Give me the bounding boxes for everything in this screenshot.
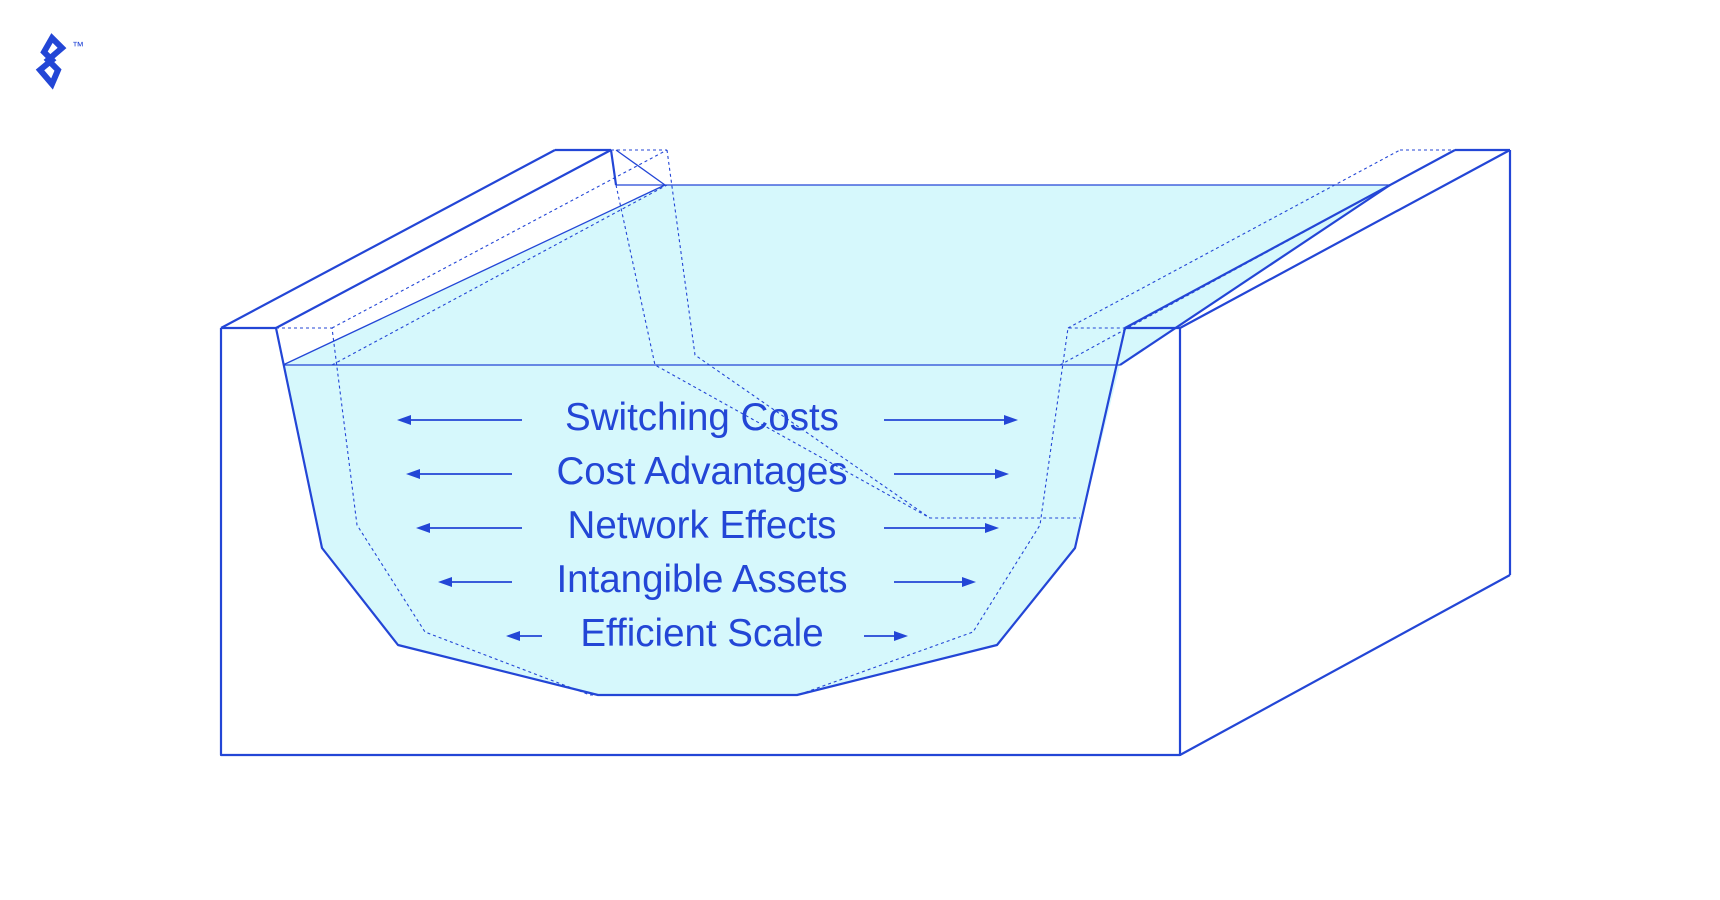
left-arrow-icon — [397, 415, 411, 425]
right-arrow-icon — [995, 469, 1009, 479]
trademark-symbol: ™ — [72, 39, 84, 53]
right-arrow-icon — [962, 577, 976, 587]
moat-source-label: Network Effects — [568, 504, 837, 547]
moat-source-label: Efficient Scale — [580, 612, 823, 655]
moat-source-label: Switching Costs — [565, 396, 839, 439]
left-arrow-icon — [438, 577, 452, 587]
right-arrow-icon — [985, 523, 999, 533]
moat-source-label: Intangible Assets — [556, 558, 847, 601]
left-arrow-icon — [406, 469, 420, 479]
right-arrow-icon — [894, 631, 908, 641]
moat-source-label: Cost Advantages — [556, 450, 847, 493]
moat-top-edges — [220, 148, 1512, 756]
left-arrow-icon — [506, 631, 520, 641]
left-arrow-icon — [416, 523, 430, 533]
moat-source-item: Cost Advantages — [406, 450, 1009, 493]
water-surface-edges — [282, 149, 1391, 366]
block-end-face — [1180, 150, 1510, 755]
moat-source-item: Switching Costs — [397, 396, 1018, 439]
toptal-logo-icon — [35, 33, 67, 90]
water-surface — [283, 185, 1390, 695]
moat-back-profile-dashed — [276, 149, 1455, 696]
right-arrow-icon — [1004, 415, 1018, 425]
moat-source-item: Efficient Scale — [506, 612, 908, 655]
moat-source-item: Intangible Assets — [438, 558, 976, 601]
moat-source-item: Network Effects — [416, 504, 999, 547]
